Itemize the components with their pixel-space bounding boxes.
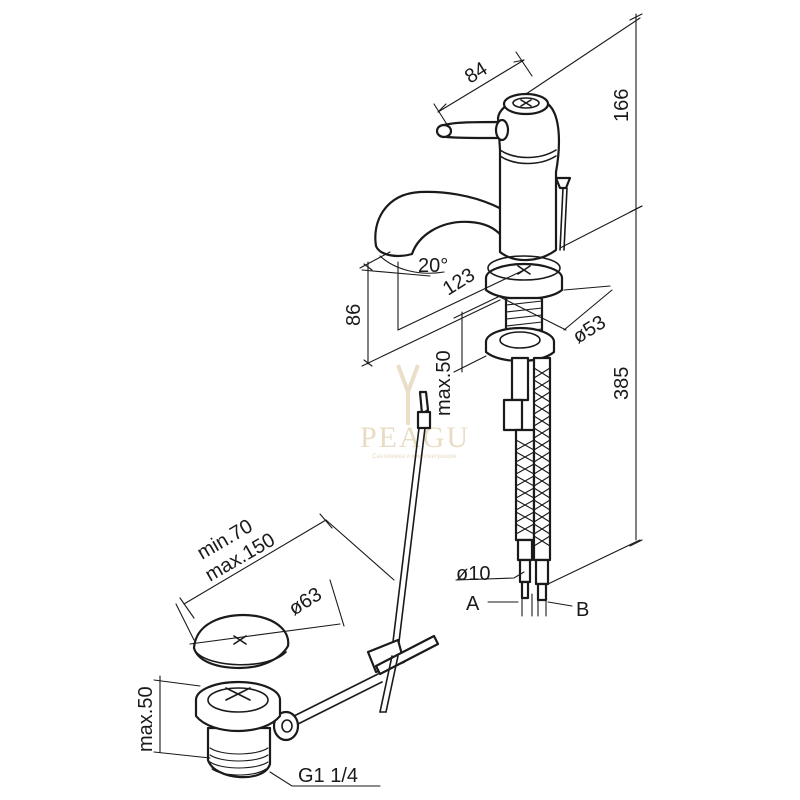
faucet-body bbox=[374, 92, 572, 602]
watermark-brand: PEAGU bbox=[360, 421, 470, 454]
drain-assembly bbox=[192, 614, 383, 779]
dim-drain-thread: G1 1/4 bbox=[298, 765, 358, 787]
dim-height-top: 166 bbox=[611, 89, 633, 122]
dim-hose-length: 385 bbox=[611, 367, 633, 400]
dim-handle-width: 84 bbox=[461, 58, 492, 88]
dim-base-diameter: ø53 bbox=[569, 311, 610, 348]
dim-drain-height: max.50 bbox=[135, 686, 157, 752]
pop-up-rod bbox=[366, 390, 440, 713]
dim-hose-diameter: ø10 bbox=[456, 563, 490, 585]
dim-spout-height: 86 bbox=[343, 304, 365, 326]
watermark-tagline: Сантехника и комплектующие bbox=[372, 454, 457, 460]
dim-plug-diameter: ø63 bbox=[285, 583, 326, 620]
label-connection-a: A bbox=[466, 593, 480, 615]
dim-deck-thickness: max.50 bbox=[433, 350, 455, 416]
watermark: PEAGU Сантехника и комплектующие bbox=[360, 364, 470, 460]
watermark-logo-icon bbox=[396, 364, 420, 425]
dim-spout-angle: 20° bbox=[418, 255, 448, 277]
label-connection-b: B bbox=[576, 599, 589, 621]
dimension-lines bbox=[153, 13, 643, 787]
